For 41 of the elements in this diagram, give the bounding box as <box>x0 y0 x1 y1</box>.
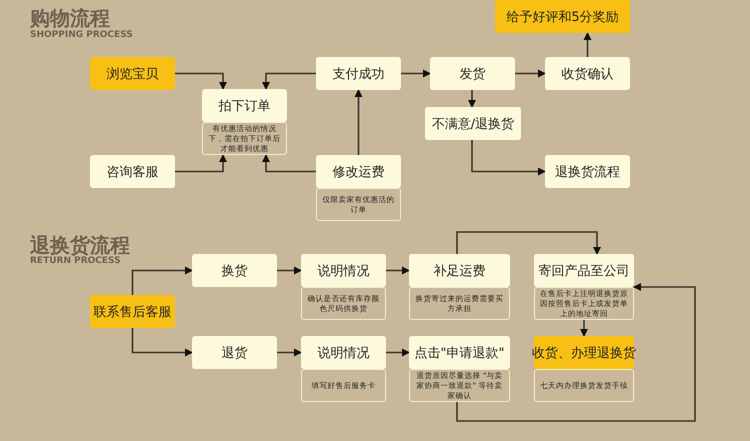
arrow <box>584 32 592 57</box>
process-box: 寄回产品至公司 <box>534 254 634 287</box>
process-box: 浏览宝贝 <box>90 57 175 90</box>
arrow <box>580 320 588 337</box>
arrow <box>386 266 410 274</box>
arrow <box>386 348 410 356</box>
arrow <box>401 70 431 78</box>
arrow <box>132 266 193 295</box>
arrow <box>468 90 476 108</box>
process-box: 说明情况 <box>301 254 386 287</box>
process-box: 不满意/退换货 <box>425 107 521 140</box>
process-box: 拍下订单 <box>202 89 287 122</box>
process-box: 联系售后客服 <box>90 295 175 328</box>
process-box: 修改运费 <box>316 155 401 188</box>
arrow <box>515 70 546 78</box>
arrow <box>277 266 302 274</box>
arrow <box>175 154 227 172</box>
arrow <box>456 231 601 255</box>
arrow <box>471 140 546 176</box>
arrow <box>354 89 362 155</box>
arrow <box>262 72 316 90</box>
process-box: 点击"申请退款" <box>409 336 510 369</box>
process-box: 发货 <box>430 57 515 90</box>
section-subtitle: RETURN PROCESS <box>30 256 121 266</box>
section-title: 退换货流程 <box>30 232 130 257</box>
arrow <box>456 283 696 422</box>
arrow <box>277 348 302 356</box>
process-box: 补足运费 <box>409 254 510 287</box>
process-box: 换货 <box>192 254 277 287</box>
process-box: 支付成功 <box>316 57 401 90</box>
process-box: 给予好评和5分奖励 <box>495 0 630 33</box>
process-box: 退换货流程 <box>545 155 630 188</box>
process-box: 咨询客服 <box>90 155 175 188</box>
section-title: 购物流程 <box>30 5 110 30</box>
arrow <box>175 72 227 90</box>
arrow <box>132 328 193 356</box>
arrow <box>262 154 316 172</box>
process-box: 收货确认 <box>545 57 630 90</box>
section-subtitle: SHOPPING PROCESS <box>30 30 133 40</box>
process-box: 说明情况 <box>301 336 386 369</box>
process-box: 退货 <box>192 336 277 369</box>
